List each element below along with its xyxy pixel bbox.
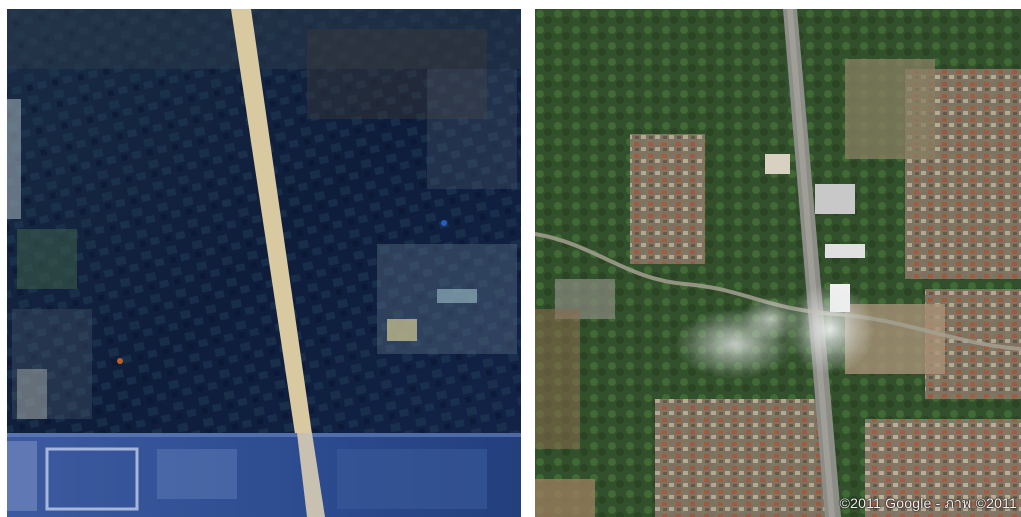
- cloud: [785, 284, 875, 374]
- satellite-image-right: ©2011 Google - ภาพ ©2011: [535, 9, 1021, 517]
- map-attribution: ©2011 Google - ภาพ ©2011: [839, 495, 1017, 511]
- satellite-right-svg: [535, 9, 1021, 517]
- cloud: [740, 297, 800, 341]
- left-main-road: [231, 9, 312, 434]
- satellite-left-svg: [7, 9, 521, 517]
- satellite-image-left: [7, 9, 521, 517]
